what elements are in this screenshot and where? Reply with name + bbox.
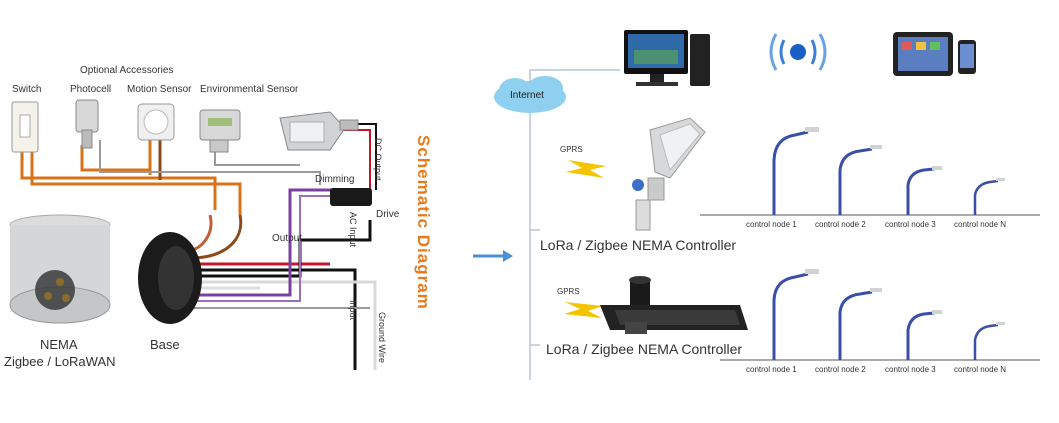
- photocell-icon: [75, 99, 99, 149]
- gprs-bolt-top-icon: [566, 160, 606, 178]
- schematic-diagram-title: Schematic Diagram: [414, 135, 433, 310]
- input-label: Input: [348, 300, 358, 321]
- control-node-label: control node 3: [885, 365, 936, 374]
- controller-bottom-label: LoRa / Zigbee NEMA Controller: [546, 341, 743, 357]
- zigbee-lorawan-label: Zigbee / LoRaWAN: [4, 354, 116, 369]
- control-node-label: control node 2: [815, 220, 866, 229]
- drive-label: Drive: [376, 209, 400, 220]
- controller-street-light-top-icon: [632, 117, 706, 231]
- nema-controller-icon: [9, 214, 111, 324]
- switch-label: Switch: [12, 84, 42, 95]
- poles-top-row: [772, 127, 1005, 215]
- internet-label: Internet: [510, 90, 544, 101]
- ac-input-label: AC Input: [348, 212, 358, 248]
- environmental-sensor-label: Environmental Sensor: [200, 84, 299, 95]
- internet-cloud-icon: [494, 76, 566, 113]
- output-label: Output: [272, 233, 303, 244]
- led-street-light-icon: [279, 111, 359, 151]
- environmental-sensor-icon: [199, 109, 241, 153]
- nema-label: NEMA: [40, 337, 78, 352]
- control-node-label: control node 1: [746, 220, 797, 229]
- gprs-bottom-label: GPRS: [557, 287, 580, 296]
- control-node-label: control node 1: [746, 365, 797, 374]
- photocell-label: Photocell: [70, 84, 112, 95]
- motion-sensor-icon: [137, 103, 175, 141]
- base-label: Base: [150, 337, 180, 352]
- control-node-label: control node 2: [815, 365, 866, 374]
- nema-base-icon: [138, 232, 202, 324]
- wireless-signal-icon: [769, 33, 827, 71]
- switch-device-icon: [11, 101, 39, 153]
- flow-arrow-icon: [473, 250, 513, 262]
- optional-accessories-label: Optional Accessories: [80, 65, 174, 76]
- smartphone-icon: [958, 40, 976, 74]
- wiring: [20, 123, 377, 370]
- poles-bottom-row: [772, 269, 1005, 360]
- control-node-label: control node N: [954, 220, 1007, 229]
- gprs-bolt-bottom-icon: [564, 302, 603, 318]
- ground-wire-label: Ground Wire: [377, 312, 387, 364]
- controller-street-light-bottom-icon: [600, 276, 748, 334]
- gprs-top-label: GPRS: [560, 145, 583, 154]
- control-node-label: control node 3: [885, 220, 936, 229]
- dimming-label: Dimming: [315, 174, 355, 185]
- driver-box: [330, 188, 372, 206]
- dc-output-label: DC Output: [373, 138, 383, 181]
- controller-top-label: LoRa / Zigbee NEMA Controller: [540, 237, 737, 253]
- tablet-icon: [893, 32, 953, 76]
- control-node-label: control node N: [954, 365, 1007, 374]
- desktop-computer-icon: [624, 30, 710, 86]
- motion-sensor-label: Motion Sensor: [127, 84, 192, 95]
